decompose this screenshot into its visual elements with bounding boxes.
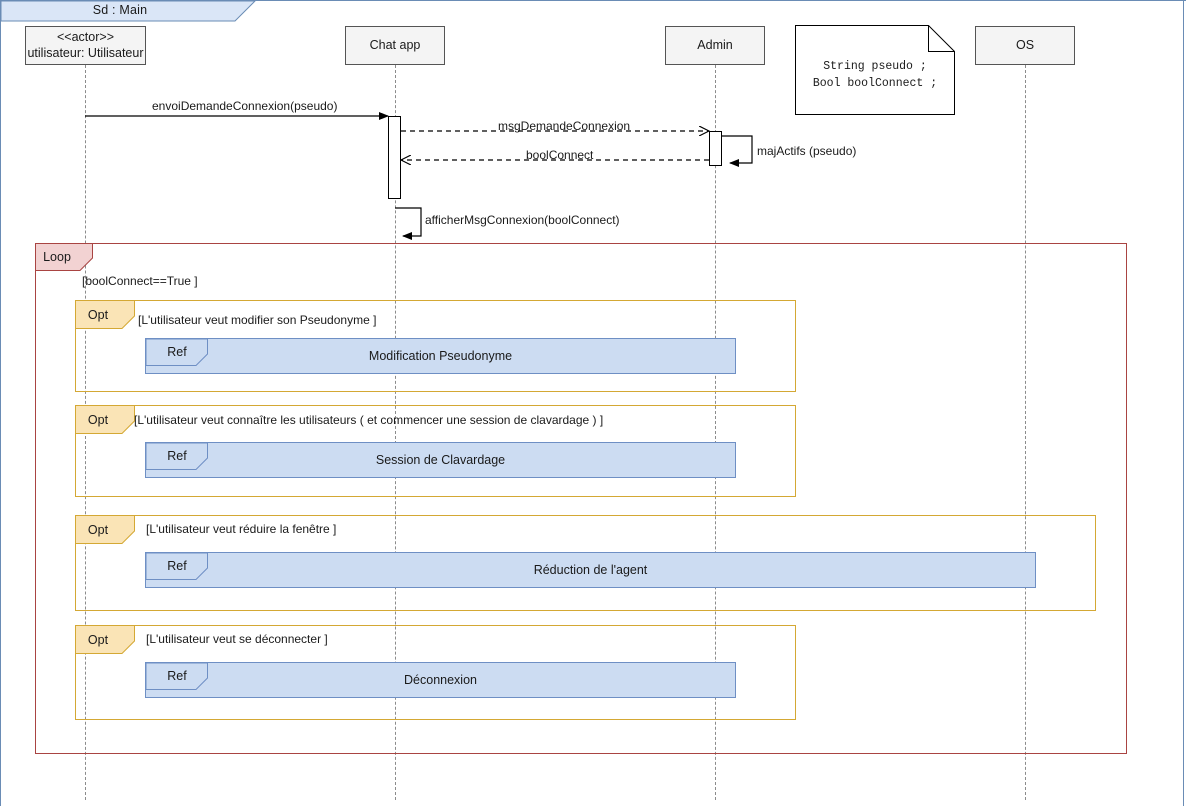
lifeline-head-os[interactable]: OS [975, 26, 1075, 65]
ref-session-clavardage-tab-shape [146, 443, 208, 470]
ref-session-clavardage-tab: Ref [146, 443, 208, 470]
ref-session-clavardage-tab-label: Ref [167, 449, 187, 463]
opt-fragment-clavardage-tab[interactable]: Opt [75, 405, 135, 434]
opt-fragment-clavardage-tab-shape [75, 405, 135, 434]
opt-fragment-clavardage-guard: [L'utilisateur veut connaître les utilis… [134, 413, 604, 427]
opt-fragment-deconnexion-guard: [L'utilisateur veut se déconnecter ] [146, 632, 328, 646]
ref-deconnexion[interactable]: Déconnexion Ref [145, 662, 736, 698]
opt-fragment-deconnexion-tab-shape [75, 625, 135, 654]
lifeline-label-os: OS [1015, 37, 1035, 52]
ref-reduction-agent[interactable]: Réduction de l'agent Ref [145, 552, 1036, 588]
message-label-majActifs: majActifs (pseudo) [757, 144, 857, 158]
opt-fragment-clavardage[interactable] [75, 405, 796, 497]
frame-tab: Sd : Main [1, 1, 256, 22]
message-path-majActifs [722, 135, 753, 167]
message-path-afficherMsgConnexion [395, 207, 422, 240]
lifeline-line-admin [715, 65, 716, 800]
lifeline-line-chat-app [395, 65, 396, 800]
opt-fragment-pseudonyme-tab[interactable]: Opt [75, 300, 135, 329]
opt-fragment-reduction-tab[interactable]: Opt [75, 515, 135, 544]
opt-fragment-deconnexion-tab[interactable]: Opt [75, 625, 135, 654]
ref-modification-pseudonyme-title: Modification Pseudonyme [368, 349, 513, 363]
variables-note: String pseudo ; Bool boolConnect ; [795, 25, 955, 115]
ref-session-clavardage-title: Session de Clavardage [375, 453, 506, 467]
page-border-top [0, 0, 1186, 1]
opt-fragment-pseudonyme-guard: [L'utilisateur veut modifier son Pseudon… [138, 313, 377, 327]
note-shape [795, 25, 955, 115]
lifeline-label-utilisateur: utilisateur: Utilisateur [27, 45, 144, 60]
page-border-left [0, 0, 1, 806]
lifeline-label-admin: Admin [697, 37, 733, 52]
loop-fragment-tab[interactable]: Loop [35, 243, 93, 271]
frame-title: Sd : Main [92, 3, 148, 17]
lifeline-head-admin[interactable]: Admin [665, 26, 765, 65]
loop-fragment-type-label: Loop [43, 250, 71, 264]
loop-fragment[interactable] [35, 243, 1127, 754]
ref-modification-pseudonyme-tab-label: Ref [167, 345, 187, 359]
ref-reduction-agent-tab-shape [146, 553, 208, 580]
ref-modification-pseudonyme-tab-shape [146, 339, 208, 366]
message-label-envoiDemandeConnexion: envoiDemandeConnexion(pseudo) [152, 99, 338, 113]
opt-fragment-reduction[interactable] [75, 515, 1096, 611]
page-border-right [1183, 0, 1184, 806]
lifeline-label-chat-app: Chat app [369, 37, 421, 52]
message-label-boolConnect: boolConnect [526, 148, 594, 162]
opt-fragment-pseudonyme[interactable] [75, 300, 796, 392]
ref-session-clavardage[interactable]: Session de Clavardage Ref [145, 442, 736, 478]
ref-deconnexion-tab: Ref [146, 663, 208, 690]
ref-deconnexion-title: Déconnexion [404, 673, 477, 687]
opt-fragment-reduction-tab-shape [75, 515, 135, 544]
opt-fragment-reduction-guard: [L'utilisateur veut réduire la fenêtre ] [146, 522, 337, 536]
opt-fragment-pseudonyme-tab-shape [75, 300, 135, 329]
ref-reduction-agent-title: Réduction de l'agent [533, 563, 648, 577]
ref-modification-pseudonyme-tab: Ref [146, 339, 208, 366]
lifeline-line-os [1025, 65, 1026, 800]
loop-fragment-tab-shape [35, 243, 93, 271]
ref-modification-pseudonyme[interactable]: Modification Pseudonyme Ref [145, 338, 736, 374]
opt-fragment-clavardage-type-label: Opt [87, 412, 109, 427]
lifeline-head-utilisateur[interactable]: <<actor>>utilisateur: Utilisateur [25, 26, 146, 65]
ref-deconnexion-tab-shape [146, 663, 208, 690]
activation-bar-chat-app [388, 116, 401, 199]
lifeline-head-chat-app[interactable]: Chat app [345, 26, 445, 65]
opt-fragment-pseudonyme-type-label: Opt [87, 307, 109, 322]
ref-reduction-agent-tab-label: Ref [167, 559, 187, 573]
ref-deconnexion-tab-label: Ref [167, 669, 187, 683]
opt-fragment-reduction-type-label: Opt [87, 522, 109, 537]
message-label-msgDemandeConnexion: msgDemandeConnexion [498, 119, 631, 133]
ref-reduction-agent-tab: Ref [146, 553, 208, 580]
lifeline-stereotype-utilisateur: <<actor>> [57, 29, 114, 44]
loop-fragment-guard: [boolConnect==True ] [82, 274, 198, 288]
opt-fragment-deconnexion-type-label: Opt [87, 632, 109, 647]
note-text: String pseudo ; Bool boolConnect ; [812, 60, 938, 91]
message-label-afficherMsgConnexion: afficherMsgConnexion(boolConnect) [425, 213, 620, 227]
activation-bar-admin [709, 131, 722, 166]
opt-fragment-deconnexion[interactable] [75, 625, 796, 720]
